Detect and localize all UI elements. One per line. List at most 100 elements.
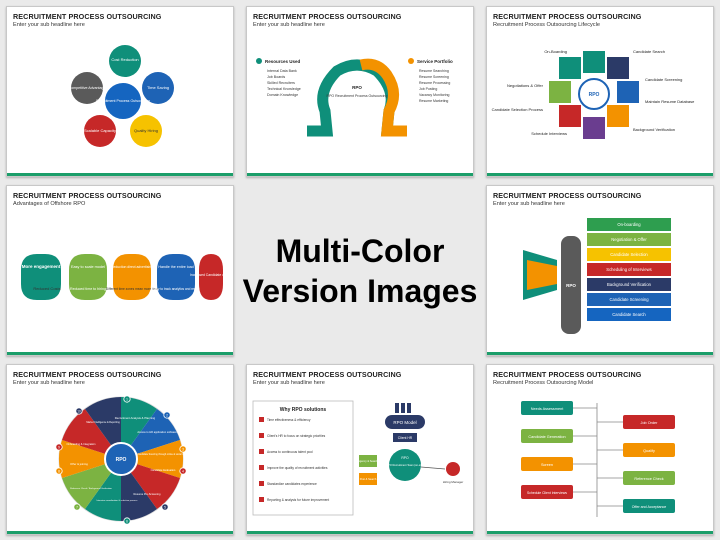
item-label: Reduced Costs (33, 286, 60, 291)
agency-box: Agency & Search (358, 459, 379, 463)
flower-center (103, 81, 143, 121)
right-heading: Service Portfolio (417, 59, 453, 64)
post-box: Post & Search (360, 477, 377, 481)
petal-time (142, 72, 174, 104)
bar-label: Candidate Screening (609, 297, 649, 302)
right-box-label: Qualify (643, 449, 655, 453)
left-box-label: Needs Assessment (531, 407, 564, 411)
petal-competitive (71, 72, 103, 104)
center-label: RPO (566, 283, 576, 288)
left-heading: Resources Used (265, 59, 301, 64)
slide-subtitle: Recruitment Process Outsourcing Model (493, 380, 594, 386)
petal-label-time: Time Saving (147, 85, 169, 90)
why-heading: Why RPO solutions (280, 407, 327, 413)
segment-number: 5 (164, 506, 166, 510)
stage-label: Maintain Resume Database (645, 99, 695, 104)
petal-label-cost: Cost Reduction (111, 57, 138, 62)
slide-thumbnail-4[interactable]: RECRUITMENT PROCESS OUTSOURCING Advantag… (6, 185, 234, 356)
bar-label: On-boarding (617, 222, 641, 227)
bar-label: Background Verification (607, 282, 652, 287)
stage-label: Candidate Selection Process (492, 107, 543, 112)
caption-line-1: Multi-Color (275, 232, 445, 269)
item-label: Different time zones mean more time (106, 287, 158, 291)
svg-text:RPO: RPO (352, 85, 362, 90)
item-label: Easy to track analytics and report (152, 287, 199, 291)
segment-label: Candidate Evaluation (151, 468, 176, 472)
right-item: Resume Processing (419, 81, 450, 85)
left-item: Domain Knowledge (267, 93, 298, 97)
slide-title: RECRUITMENT PROCESS OUTSOURCING (13, 12, 162, 21)
slide-thumbnail-8[interactable]: RECRUITMENT PROCESS OUTSOURCING Recruitm… (486, 364, 714, 535)
slide-subtitle: Advantages of Offshore RPO (13, 201, 86, 207)
bar-label: Candidate Search (612, 312, 646, 317)
team-label: RPO Recruitment Team (on-site) (386, 463, 424, 467)
slide-footer-bar (487, 352, 713, 355)
stage-label: On-Boarding (544, 49, 567, 54)
center-label: RPO Recruitment Process Outsourcing (327, 94, 388, 98)
bar-label: Candidate Selection (610, 252, 648, 257)
caption-line-2: Version Images (242, 272, 478, 309)
left-box-label: Candidate Generation (528, 435, 565, 439)
why-item: Reporting & analysis for future improvem… (267, 498, 329, 502)
stage-label: Schedule Interviews (531, 131, 567, 136)
center-label: RPO (116, 457, 127, 463)
process-model-diagram: Needs Assessment Candidate Generation Sc… (521, 401, 675, 517)
slide-thumbnail-1[interactable]: RECRUITMENT PROCESS OUTSOURCING Enter yo… (6, 6, 234, 177)
slide-title: RECRUITMENT PROCESS OUTSOURCING (493, 370, 642, 379)
slide-subtitle: Enter your sub headline here (13, 22, 85, 28)
item-label: More engagement (22, 264, 61, 269)
segment-number: 7 (76, 506, 78, 510)
slide-footer-bar (7, 352, 233, 355)
segment-label: Candidate Sourcing through online & soci… (138, 453, 190, 456)
model-title: RPO Model (393, 420, 416, 425)
multi-color-caption: Multi-Color Version Images (242, 185, 478, 356)
item-label: Handle the entire load (158, 265, 193, 269)
right-item: Resume Marketing (419, 99, 448, 103)
item-label: Reduced time to hiring (70, 287, 106, 291)
wheel-diagram: RPO 1 2 3 4 5 6 7 8 9 10 Recruitment Ana… (55, 395, 190, 525)
segment-number: 6 (126, 520, 128, 524)
segment-number: 1 (126, 398, 128, 402)
lifecycle-diagram: RPO On-Boarding Candidate Search Candida… (492, 49, 695, 139)
why-item: Time effectiveness & efficiency (267, 418, 311, 422)
segment-label: Resume Pre-Screening (134, 492, 162, 496)
slide-footer-bar (487, 531, 713, 534)
item-label: Easy to scale model (71, 265, 105, 269)
segment-label: Offer & joining (70, 462, 88, 466)
client-hr: Client HR (398, 436, 413, 440)
right-box-label: Offer and Acceptance (632, 505, 667, 509)
petal-cost (109, 45, 141, 77)
right-item: Resume Searching (419, 69, 449, 73)
slide-footer-bar (7, 173, 233, 176)
segment-number: 2 (166, 414, 168, 418)
segment-number: 3 (182, 448, 184, 452)
slide-footer-bar (487, 173, 713, 176)
why-item: Improve the quality of recruitment activ… (267, 466, 328, 470)
segment-label: Reference Check / Background Verificatio… (70, 487, 112, 490)
right-item: Resume Screening (419, 75, 449, 79)
segment-number: 4 (182, 470, 184, 474)
bar-label: Negotiation & Offer (611, 237, 647, 242)
funnel-bars-diagram: RPO On-boarding Negotiation & Offer Cand… (523, 218, 671, 334)
petal-scalable (84, 115, 116, 147)
segment-number: 9 (58, 446, 60, 450)
segment-label: Access to HR application software (137, 430, 177, 434)
segment-number: 10 (77, 410, 81, 414)
omega-right (359, 58, 407, 137)
item-label: Increased Candidate quality (190, 273, 232, 277)
slide-thumbnail-3[interactable]: RECRUITMENT PROCESS OUTSOURCING Recruitm… (486, 6, 714, 177)
slide-thumbnail-5[interactable]: RECRUITMENT PROCESS OUTSOURCING Enter yo… (486, 185, 714, 356)
stage-label: Candidate Search (633, 49, 665, 54)
slide-thumbnail-6[interactable]: RECRUITMENT PROCESS OUTSOURCING Enter yo… (6, 364, 234, 535)
stage-label: Candidate Screening (645, 77, 682, 82)
segment-label: Onboarding & Integration (67, 442, 97, 446)
slide-title: RECRUITMENT PROCESS OUTSOURCING (253, 12, 402, 21)
slide-title: RECRUITMENT PROCESS OUTSOURCING (13, 191, 162, 200)
slide-footer-bar (7, 531, 233, 534)
why-item: Access to continuous talent pool (267, 450, 313, 454)
slide-thumbnail-7[interactable]: RECRUITMENT PROCESS OUTSOURCING Enter yo… (246, 364, 474, 535)
petal-quality (130, 115, 162, 147)
left-item: Job Boards (267, 75, 285, 79)
slide-thumbnail-2[interactable]: RECRUITMENT PROCESS OUTSOURCING Enter yo… (246, 6, 474, 177)
